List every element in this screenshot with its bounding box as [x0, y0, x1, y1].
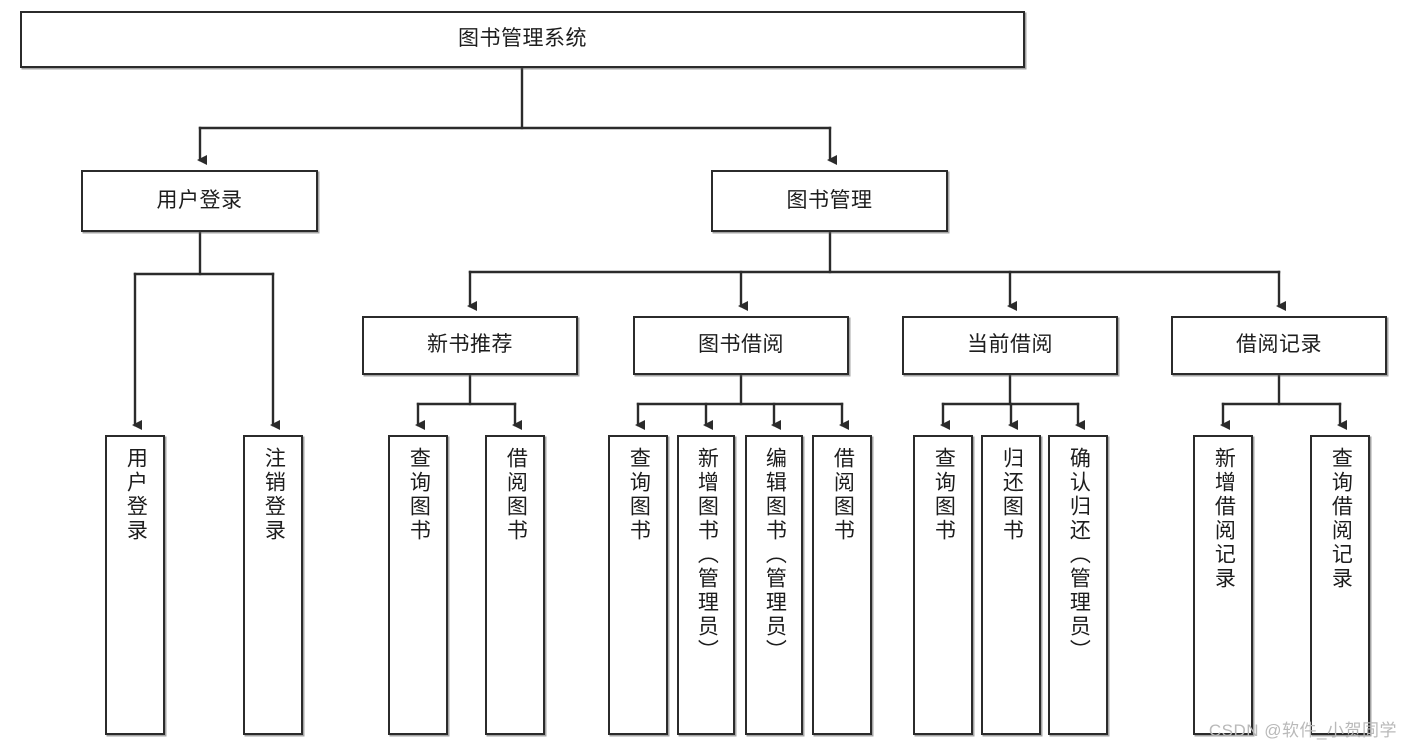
node-leaf-query-book-current-label: 查询图书: [932, 447, 956, 543]
node-leaf-logout-login[interactable]: 注销登录: [243, 435, 303, 735]
node-leaf-borrow-book-recommend[interactable]: 借阅图书: [485, 435, 545, 735]
node-leaf-user-login[interactable]: 用户登录: [105, 435, 165, 735]
node-borrow-record-label: 借阅记录: [1236, 333, 1322, 357]
node-current-borrow[interactable]: 当前借阅: [902, 316, 1118, 375]
node-leaf-query-book-current[interactable]: 查询图书: [913, 435, 973, 735]
node-book-manage-label: 图书管理: [786, 188, 873, 212]
node-book-manage[interactable]: 图书管理: [711, 170, 948, 232]
node-leaf-edit-book-admin[interactable]: 编辑图书（管理员）: [745, 435, 803, 735]
node-leaf-query-borrow-record[interactable]: 查询借阅记录: [1310, 435, 1370, 735]
node-leaf-query-book-borrow-label: 查询图书: [627, 447, 651, 543]
node-leaf-add-borrow-record-label: 新增借阅记录: [1212, 447, 1236, 591]
node-leaf-borrow-book[interactable]: 借阅图书: [812, 435, 872, 735]
node-leaf-edit-book-admin-label: 编辑图书（管理员）: [763, 447, 787, 663]
node-root[interactable]: 图书管理系统: [20, 11, 1025, 68]
node-leaf-add-book-admin-label: 新增图书（管理员）: [695, 447, 719, 663]
node-book-borrow-label: 图书借阅: [698, 333, 784, 357]
node-leaf-borrow-book-label: 借阅图书: [831, 447, 855, 543]
node-leaf-logout-login-label: 注销登录: [262, 447, 286, 543]
node-root-label: 图书管理系统: [458, 27, 587, 51]
node-new-book-recommend[interactable]: 新书推荐: [362, 316, 578, 375]
node-leaf-query-book-recommend-label: 查询图书: [407, 447, 431, 543]
node-book-borrow[interactable]: 图书借阅: [633, 316, 849, 375]
node-leaf-user-login-label: 用户登录: [124, 447, 148, 543]
node-leaf-query-book-borrow[interactable]: 查询图书: [608, 435, 668, 735]
node-user-login-label: 用户登录: [156, 188, 243, 212]
node-leaf-return-book[interactable]: 归还图书: [981, 435, 1041, 735]
node-borrow-record[interactable]: 借阅记录: [1171, 316, 1387, 375]
node-leaf-confirm-return-admin-label: 确认归还（管理员）: [1067, 447, 1091, 663]
node-current-borrow-label: 当前借阅: [967, 333, 1053, 357]
node-leaf-confirm-return-admin[interactable]: 确认归还（管理员）: [1048, 435, 1108, 735]
node-leaf-query-borrow-record-label: 查询借阅记录: [1329, 447, 1353, 591]
node-user-login[interactable]: 用户登录: [81, 170, 318, 232]
node-new-book-recommend-label: 新书推荐: [427, 333, 513, 357]
node-leaf-borrow-book-recommend-label: 借阅图书: [504, 447, 528, 543]
node-leaf-query-book-recommend[interactable]: 查询图书: [388, 435, 448, 735]
node-leaf-return-book-label: 归还图书: [1000, 447, 1024, 543]
node-leaf-add-book-admin[interactable]: 新增图书（管理员）: [677, 435, 735, 735]
node-leaf-add-borrow-record[interactable]: 新增借阅记录: [1193, 435, 1253, 735]
